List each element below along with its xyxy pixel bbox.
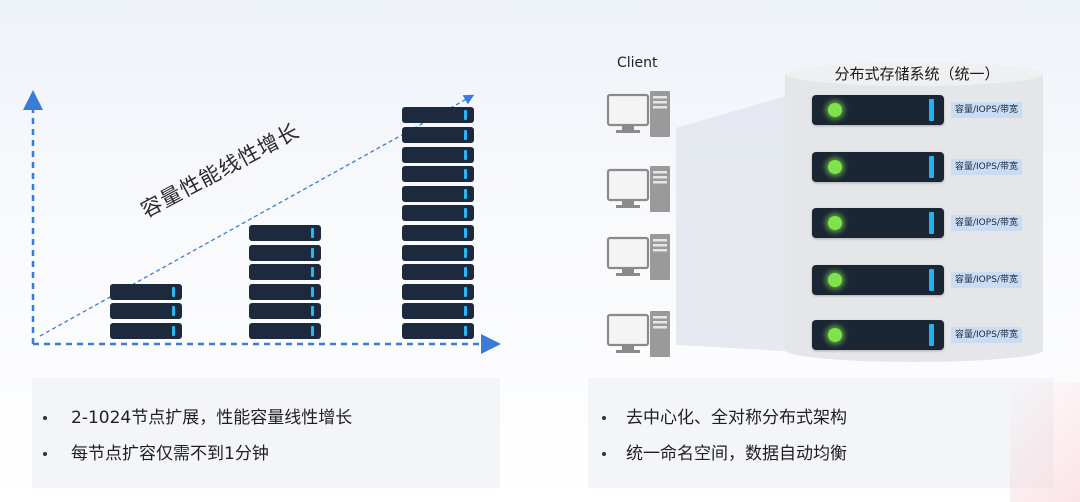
growth-trend-line [39,94,475,337]
storage-server [812,320,944,350]
storage-node [249,303,321,320]
server-capability-tag: 容量/IOPS/带宽 [951,102,1022,118]
storage-node [249,225,321,241]
storage-node [249,283,321,300]
storage-node [402,264,474,281]
bullet-dot [602,452,606,456]
cluster-title: 分布式存储系统（统一） [834,65,1000,83]
node-stack-medium [249,224,321,339]
node-stack-large [402,107,474,339]
node-led-icon [311,267,314,278]
corner-accent [1010,382,1080,502]
storage-node [249,323,321,339]
node-led-icon [172,326,175,336]
node-led-icon [311,326,314,336]
activity-led-icon [929,156,934,178]
node-led-icon [464,188,467,199]
scale-features-panel: 2-1024节点扩展，性能容量线性增长 每节点扩容仅需不到1分钟 [32,378,500,488]
power-led-icon [828,160,842,174]
feature-item: 每节点扩容仅需不到1分钟 [32,442,500,478]
storage-node [402,225,474,241]
node-led-icon [464,247,467,258]
client-computer-icon [606,233,672,283]
activity-led-icon [929,212,934,234]
feature-text: 去中心化、全对称分布式架构 [626,408,847,428]
node-led-icon [464,149,467,160]
storage-node [402,146,474,163]
storage-node [402,166,474,183]
storage-node [249,244,321,261]
storage-server [812,152,944,182]
storage-node [110,283,182,300]
storage-node [402,244,474,261]
feature-text: 每节点扩容仅需不到1分钟 [71,444,269,464]
storage-node [402,303,474,320]
node-led-icon [464,228,467,238]
storage-node [402,107,474,124]
node-stack-small [110,283,182,339]
activity-led-icon [929,324,934,346]
server-capability-tag: 容量/IOPS/带宽 [951,272,1022,288]
node-led-icon [464,169,467,180]
power-led-icon [828,216,842,230]
server-capability-tag: 容量/IOPS/带宽 [951,215,1022,231]
activity-led-icon [929,99,934,121]
bullet-dot [43,416,47,420]
storage-node [402,205,474,222]
power-led-icon [828,328,842,342]
storage-node [110,323,182,339]
storage-node [402,283,474,300]
feature-text: 统一命名空间，数据自动均衡 [626,444,847,464]
storage-server [812,265,944,295]
feature-text: 2-1024节点扩展，性能容量线性增长 [71,408,353,428]
node-led-icon [464,208,467,219]
storage-node [402,323,474,339]
feature-item: 去中心化、全对称分布式架构 [588,406,1054,442]
node-led-icon [172,306,175,317]
bullet-dot [43,452,47,456]
client-computer-icon [606,310,672,360]
node-led-icon [311,247,314,258]
storage-node [402,127,474,143]
node-led-icon [464,267,467,278]
storage-node [249,264,321,281]
node-led-icon [464,306,467,317]
client-computer-icon [606,165,672,215]
node-led-icon [311,306,314,317]
power-led-icon [828,103,842,117]
activity-led-icon [929,269,934,291]
access-projection [676,92,800,352]
feature-item: 统一命名空间，数据自动均衡 [588,442,1054,478]
node-led-icon [464,286,467,297]
power-led-icon [828,273,842,287]
node-led-icon [311,228,314,238]
node-led-icon [464,326,467,336]
client-label: Client [617,55,658,71]
client-computer-icon [606,90,672,140]
feature-item: 2-1024节点扩展，性能容量线性增长 [32,406,500,442]
node-led-icon [311,286,314,297]
storage-server [812,208,944,238]
server-capability-tag: 容量/IOPS/带宽 [951,327,1022,343]
scale-out-chart [23,90,501,354]
storage-node [110,303,182,320]
storage-server [812,95,944,125]
storage-node [402,185,474,202]
bullet-dot [602,416,606,420]
node-led-icon [464,110,467,121]
server-capability-tag: 容量/IOPS/带宽 [951,159,1022,175]
node-led-icon [172,286,175,297]
node-led-icon [464,130,467,140]
architecture-features-panel: 去中心化、全对称分布式架构 统一命名空间，数据自动均衡 [588,378,1054,488]
